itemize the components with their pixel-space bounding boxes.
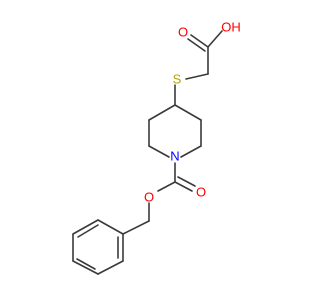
molecule-svg: O OH S N O O <box>72 20 241 275</box>
bond-carbamate-c-o-double-b <box>177 176 196 187</box>
bond-ring-c3l-c4 <box>148 104 176 121</box>
bond-carbamate-c-o-double-a <box>174 181 193 192</box>
bond-acid-c-oh <box>207 30 223 48</box>
atom-o-acid-carbonyl: O <box>178 25 188 40</box>
bond-benzene-6 <box>97 219 124 235</box>
bond-benzene-inner-2 <box>76 258 96 270</box>
bond-ch2-s <box>185 73 209 80</box>
bond-benzene-3 <box>72 260 99 275</box>
bond-benzene-2 <box>97 260 124 275</box>
bond-ring-c4-c3r <box>174 104 202 121</box>
structure-diagram: O OH S N O O <box>72 19 241 275</box>
bond-ch2-phenyl <box>122 220 150 235</box>
bond-carbamate-c-o-ester <box>157 181 176 192</box>
bond-ring-n-c2l <box>148 145 170 158</box>
atom-o-carbamate-carbonyl: O <box>196 185 206 200</box>
atom-oh-acid: OH <box>221 20 241 35</box>
atom-sulfur: S <box>173 72 182 87</box>
bond-acid-c-o-double-a <box>190 34 209 48</box>
bond-acid-c-o-double-b <box>187 38 206 52</box>
bond-benzene-5 <box>72 219 99 235</box>
atom-o-ester: O <box>144 190 154 205</box>
atom-nitrogen: N <box>170 149 179 164</box>
bond-benzene-inner-3 <box>77 224 99 238</box>
bond-ring-c2r-n <box>180 145 202 158</box>
